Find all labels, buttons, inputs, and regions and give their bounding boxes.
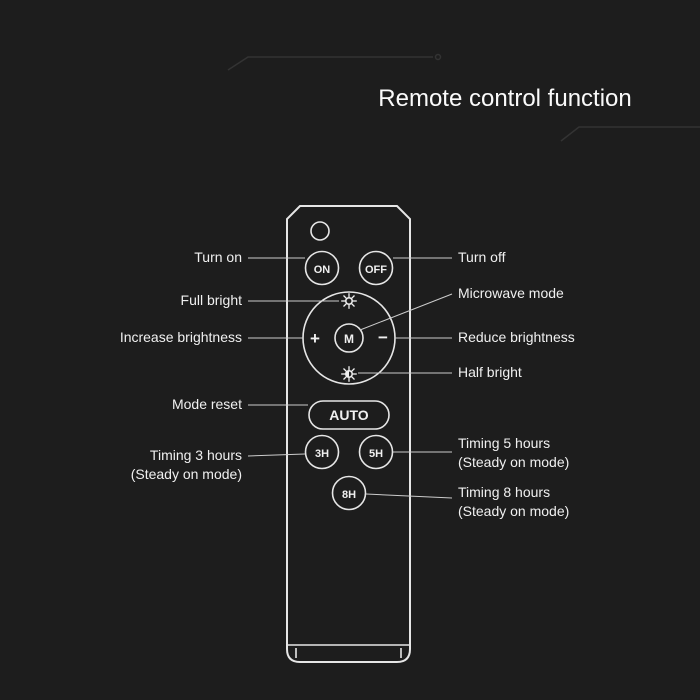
- half-bright-icon: [341, 366, 357, 382]
- auto-button: [308, 400, 390, 430]
- label-reduce-brightness: Reduce brightness: [458, 329, 575, 345]
- label-full-bright: Full bright: [181, 292, 243, 308]
- label-increase-brightness: Increase brightness: [120, 329, 242, 345]
- decorative-dot: [434, 53, 442, 61]
- label-timing-5h: Timing 5 hours: [458, 435, 550, 451]
- off-button-label: OFF: [365, 264, 387, 276]
- decrease-button: −: [378, 328, 388, 347]
- timer-5h-button: [358, 434, 394, 470]
- label-turn-off: Turn off: [458, 249, 506, 265]
- mode-button: [334, 323, 364, 353]
- auto-button-label: AUTO: [329, 407, 369, 423]
- decorative-line-right: [560, 126, 700, 142]
- on-button-label: ON: [314, 264, 331, 276]
- label-timing-8h-sub: (Steady on mode): [458, 503, 569, 519]
- label-mode-reset: Mode reset: [172, 396, 242, 412]
- page-title: Remote control function: [378, 85, 631, 112]
- increase-button: +: [310, 329, 320, 348]
- label-microwave-mode: Microwave mode: [458, 285, 564, 301]
- timer-3h-button: [304, 434, 340, 470]
- timer-5h-button-label: 5H: [369, 448, 383, 460]
- label-timing-5h-sub: (Steady on mode): [458, 454, 569, 470]
- leader-microwave-mode: [359, 293, 453, 331]
- leader-timing-3h: [247, 453, 306, 457]
- label-turn-on: Turn on: [194, 249, 242, 265]
- decorative-line-top: [227, 56, 433, 71]
- off-button: [358, 250, 394, 286]
- timer-8h-button: [331, 475, 367, 511]
- label-timing-8h: Timing 8 hours: [458, 484, 550, 500]
- label-timing-3h: Timing 3 hours: [150, 447, 242, 463]
- remote-body: [286, 205, 411, 663]
- timer-8h-button-label: 8H: [342, 489, 356, 501]
- label-timing-3h-sub: (Steady on mode): [131, 466, 242, 482]
- timer-3h-button-label: 3H: [315, 448, 329, 460]
- on-button: [304, 250, 340, 286]
- mode-button-label: M: [344, 332, 354, 346]
- ir-indicator: [310, 221, 330, 241]
- leader-timing-8h: [365, 493, 453, 499]
- label-half-bright: Half bright: [458, 364, 522, 380]
- full-bright-icon: [341, 293, 357, 309]
